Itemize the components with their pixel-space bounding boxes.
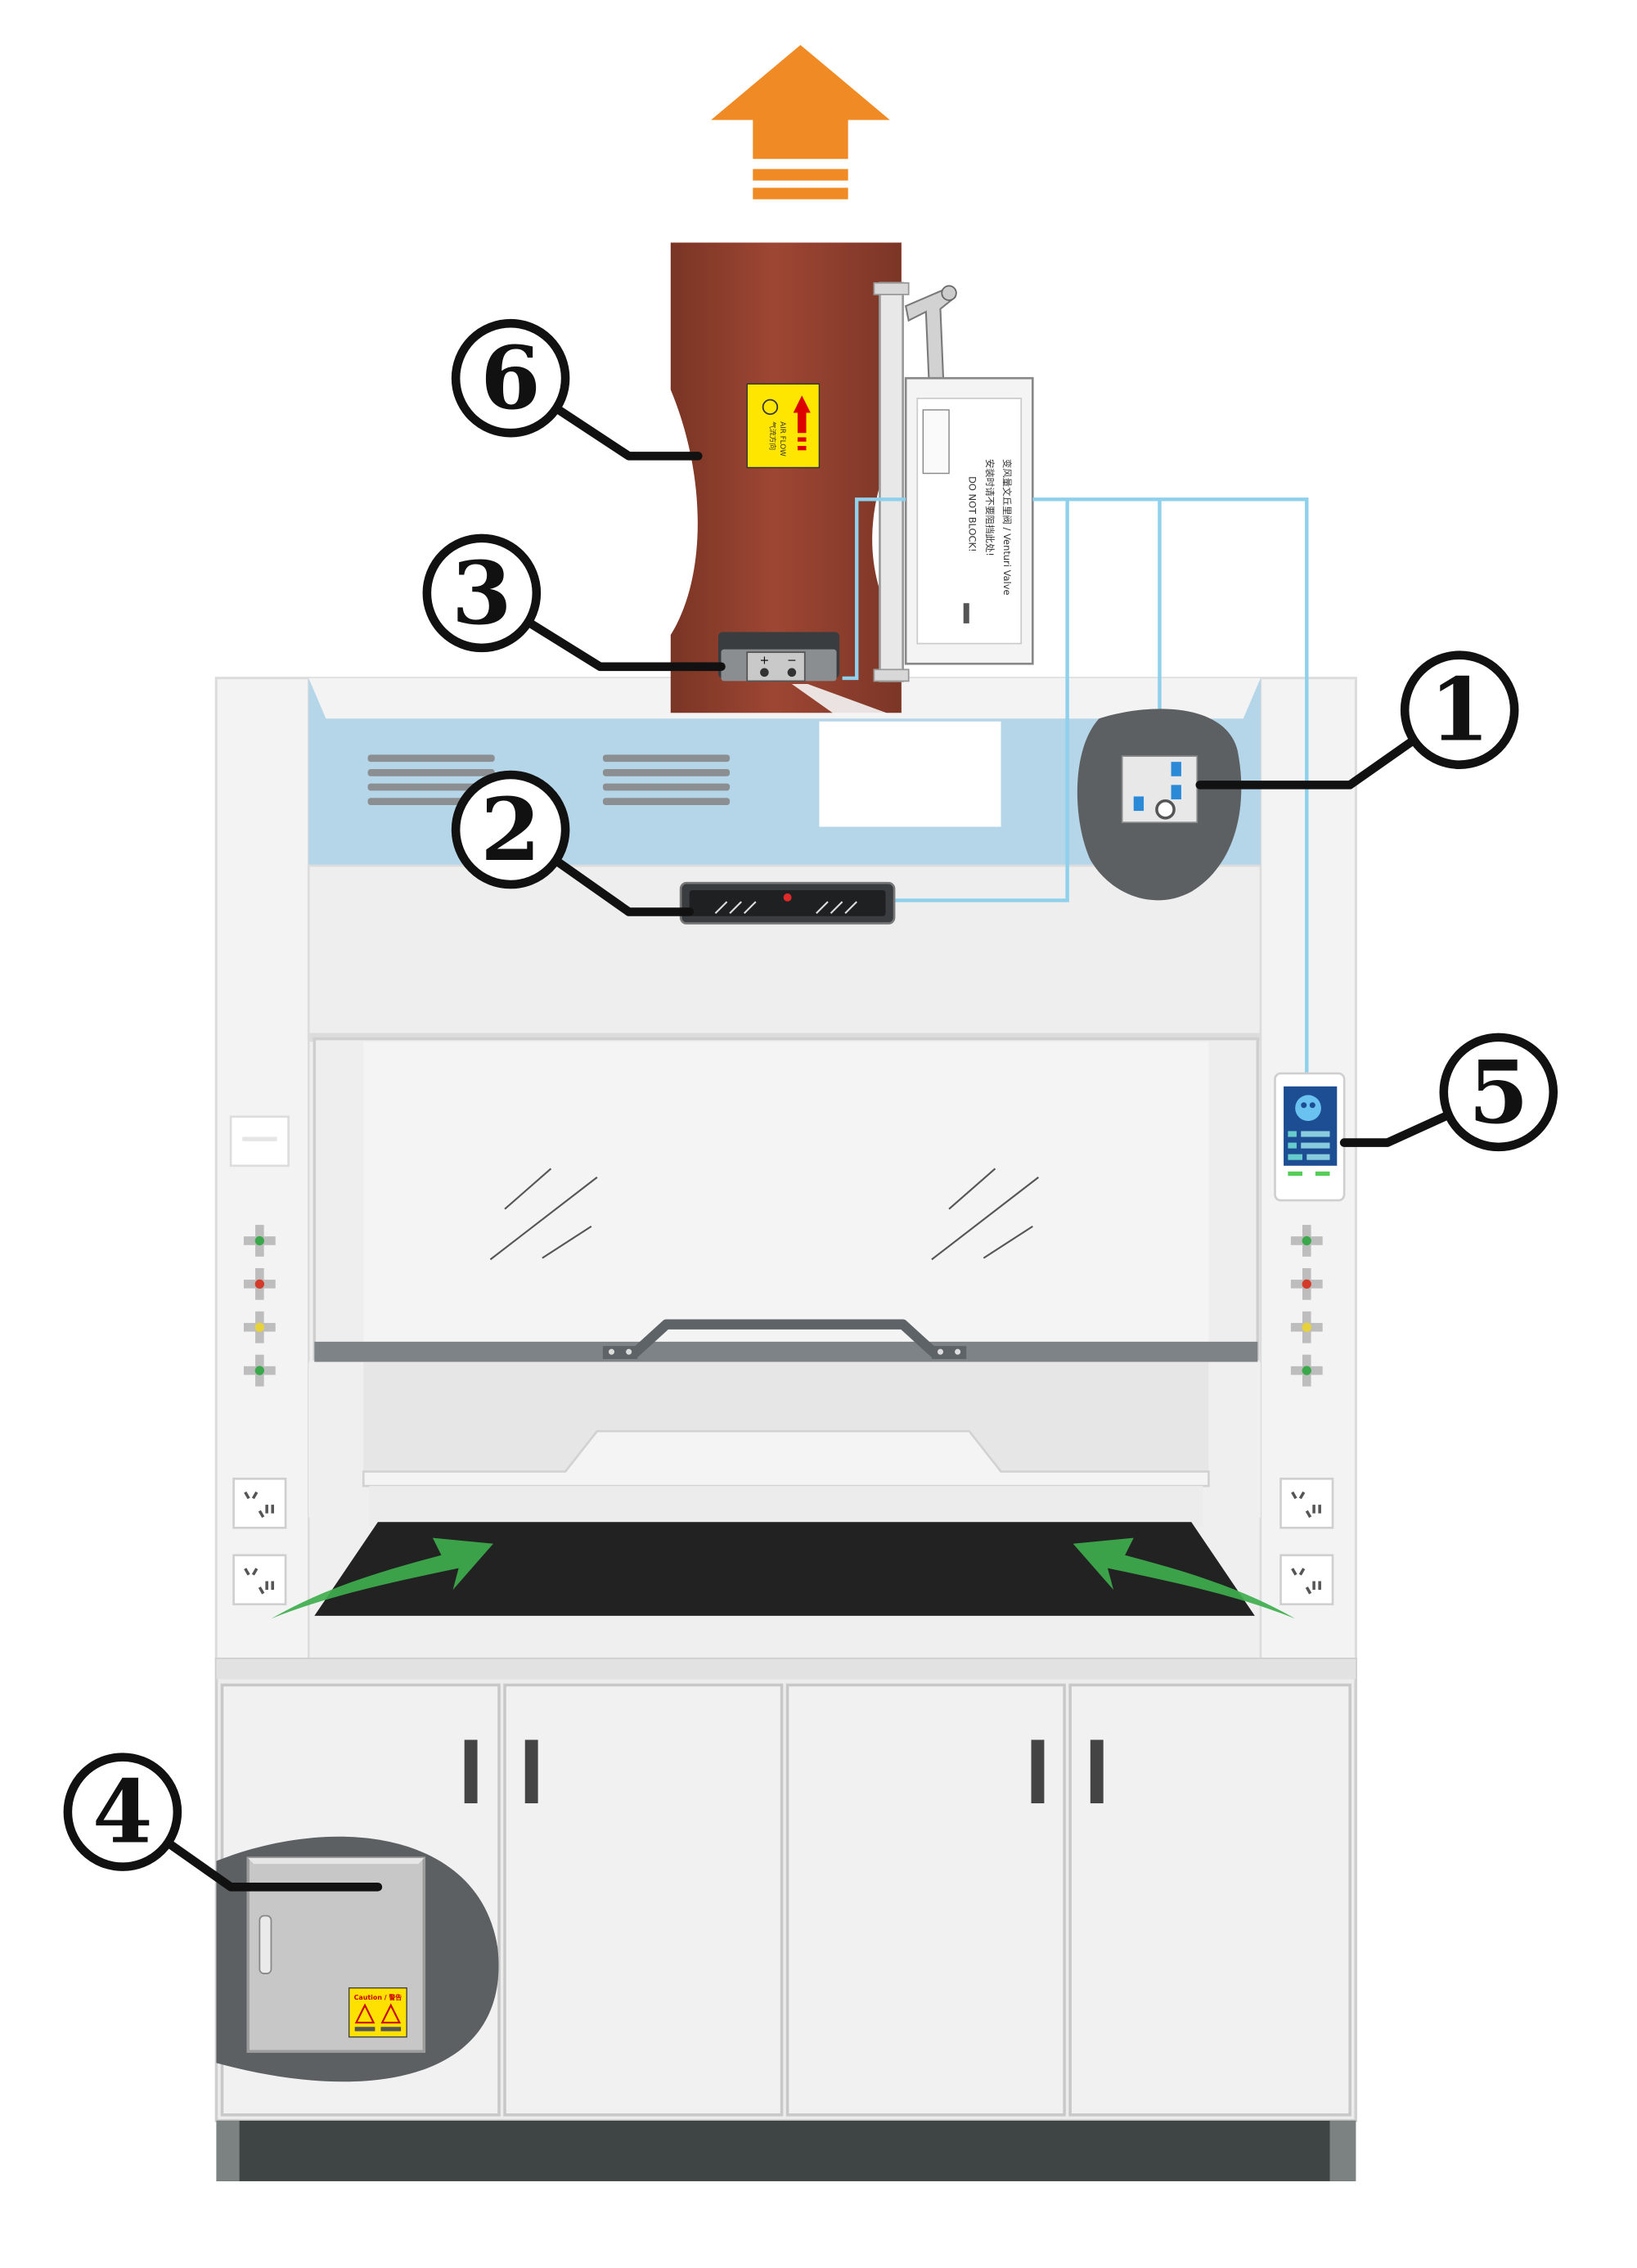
- airflow-label: AIR FLOW 气流方向: [746, 383, 821, 469]
- callout-number: 2: [480, 779, 541, 880]
- exhaust-duct: AIR FLOW 气流方向: [670, 242, 902, 713]
- callout-markers: 1 2 3 4 5 6: [63, 318, 1558, 1871]
- airflow-sensor: [1077, 709, 1242, 901]
- callout-number: 1: [1429, 659, 1490, 761]
- callout-1: 1: [1400, 650, 1519, 769]
- face-velocity-sensor: [679, 881, 896, 925]
- cabinet-door-3[interactable]: [785, 1683, 1066, 2117]
- left-pillar-controls: [229, 1115, 290, 1168]
- airflow-label-line2: 气流方向: [767, 421, 777, 450]
- power-socket[interactable]: [232, 1478, 287, 1529]
- callout-number: 4: [92, 1762, 153, 1863]
- vent-grille-middle: [602, 754, 731, 806]
- pressure-sensor: + −: [717, 632, 895, 716]
- venturi-valve: 变风量文丘里阀 / Venturi Valve 安装时请不要阻挡此处! DO N…: [873, 281, 1034, 682]
- electrical-control-box: Caution / 警告: [216, 1836, 499, 2082]
- cabinet-door-2[interactable]: [503, 1683, 784, 2117]
- callout-3: 3: [422, 533, 542, 653]
- callout-6: 6: [451, 318, 570, 438]
- sash-window[interactable]: [313, 1037, 1260, 1362]
- caution-text: Caution / 警告: [354, 1993, 403, 2001]
- sensor-plus: +: [759, 654, 769, 667]
- callout-number: 6: [480, 327, 541, 429]
- power-socket[interactable]: [1279, 1554, 1334, 1606]
- interior-baffle: [308, 1361, 1261, 1527]
- power-sockets: [232, 1478, 1334, 1606]
- gas-valve[interactable]: [1290, 1267, 1323, 1300]
- valve-label-line2: 安装时请不要阻挡此处!: [984, 459, 996, 556]
- gas-valve[interactable]: [1290, 1311, 1323, 1343]
- callout-5: 5: [1439, 1033, 1558, 1152]
- power-socket[interactable]: [232, 1554, 287, 1606]
- sensor-minus: −: [787, 654, 797, 667]
- gas-valves-left: [243, 1225, 276, 1387]
- callout-number: 5: [1468, 1042, 1529, 1143]
- callout-4: 4: [63, 1753, 182, 1871]
- glass-reflection: [489, 1168, 1040, 1261]
- gas-valve[interactable]: [243, 1311, 276, 1343]
- caution-label: Caution / 警告: [348, 1987, 407, 2038]
- gas-valve[interactable]: [1290, 1354, 1323, 1387]
- callout-2: 2: [451, 770, 570, 889]
- callout-number: 3: [452, 542, 512, 644]
- gas-valve[interactable]: [1290, 1225, 1323, 1257]
- gas-valves-right: [1290, 1225, 1323, 1387]
- exhaust-arrow-icon: [711, 44, 890, 200]
- work-surface: [314, 1522, 1255, 1616]
- box-latch[interactable]: [259, 1915, 272, 1974]
- cabinet-door-4[interactable]: [1068, 1683, 1351, 2117]
- gas-valve[interactable]: [243, 1267, 276, 1300]
- power-socket[interactable]: [1279, 1478, 1334, 1529]
- airflow-arrow-right-icon: [1073, 1537, 1296, 1619]
- actuator-arm: [904, 287, 956, 380]
- plinth: [216, 2120, 1356, 2181]
- valve-label-line1: 变风量文丘里阀 / Venturi Valve: [1001, 459, 1013, 596]
- airflow-label-line1: AIR FLOW: [778, 421, 786, 457]
- access-panel: [819, 721, 1001, 827]
- hood-controller[interactable]: [1274, 1072, 1346, 1202]
- gas-valve[interactable]: [243, 1225, 276, 1257]
- gas-valve[interactable]: [243, 1354, 276, 1387]
- valve-label-line3: DO NOT BLOCK!: [967, 476, 978, 552]
- airflow-arrow-left-icon: [271, 1537, 493, 1619]
